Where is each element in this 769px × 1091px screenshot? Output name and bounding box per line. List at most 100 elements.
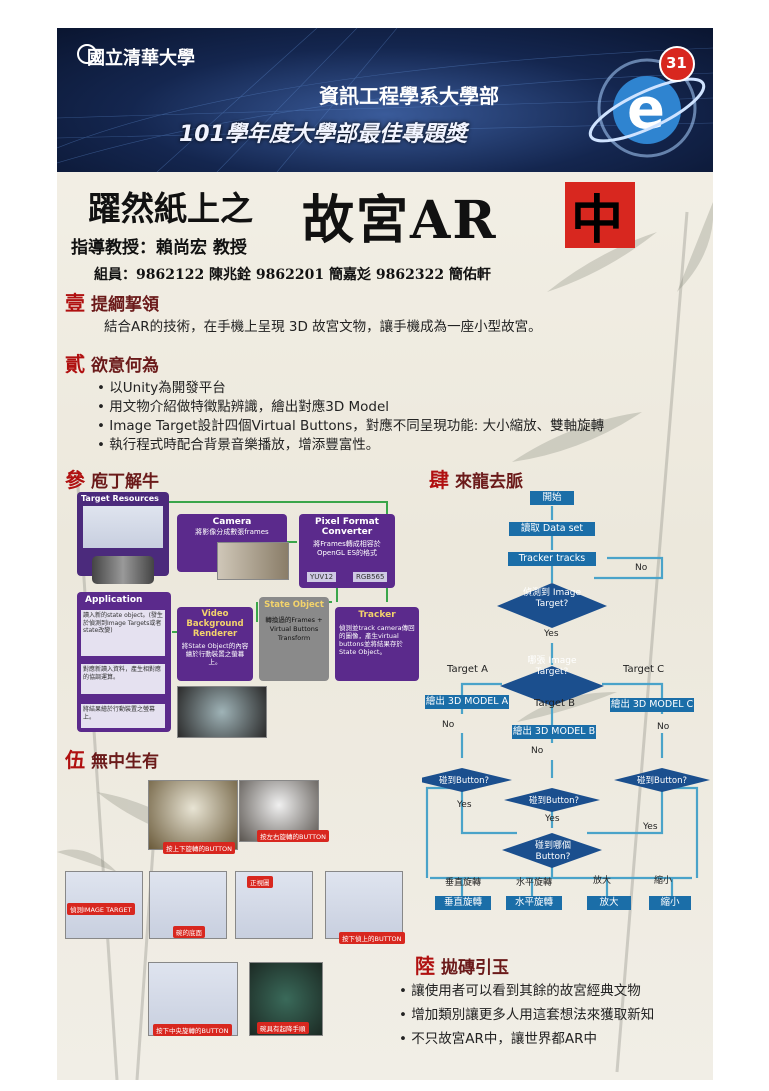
section-2-item-4: • 執行程式時配合背景音樂播放，增添豐富性。	[97, 437, 380, 453]
poster-number: 31	[666, 54, 687, 72]
flow-no-a: No	[442, 720, 455, 730]
rgb-label: RGB565	[353, 572, 388, 582]
flow-tracker: Tracker tracks	[508, 552, 596, 566]
flow-model-b: 繪出 3D MODEL B	[512, 725, 596, 739]
section-2-title: 欲意何為	[91, 356, 159, 376]
demo-label-3: 偵測IMAGE TARGET	[67, 903, 135, 915]
award-title: 101學年度大學部最佳專題獎	[179, 122, 467, 147]
section-5-title: 無中生有	[91, 752, 159, 772]
section-1-heading: 壹提綱挈領	[65, 287, 159, 316]
application-step-3: 將結果繪於行動裝置之螢幕上。	[81, 704, 165, 728]
demo-photo-7	[148, 962, 238, 1036]
section-2-item-2: • 用文物介紹做特徵點辨識，繪出對應3D Model	[97, 399, 390, 415]
application-step-2: 對應新讀入資料，產生相對應的協調運算。	[81, 664, 165, 694]
application-title: Application	[85, 595, 143, 605]
section-5-heading: 伍無中生有	[65, 744, 159, 773]
target-resources-box: Target Resources	[77, 492, 169, 576]
section-2-number: 貳	[65, 352, 85, 376]
architecture-diagram: Target Resources Camera 將影像分成數張frames Pi…	[77, 492, 422, 738]
video-renderer-title: Video Background Renderer	[186, 609, 244, 639]
flow-yes-a: Yes	[457, 800, 472, 810]
tracker-desc: 偵測並track camera傳回的圖像，產生virtual buttons並將…	[339, 624, 415, 656]
application-step-1: 讀入新的state object。(發生於偵測到Image Targets或者s…	[81, 610, 165, 656]
title-part3: 中	[571, 190, 624, 251]
flow-target-a: Target A	[447, 664, 488, 675]
flow-button-a: 碰到Button?	[439, 776, 489, 786]
flow-vert-rotate: 垂直旋轉	[435, 896, 491, 910]
section-3-number: 參	[65, 468, 85, 492]
flow-yes-1: Yes	[544, 629, 559, 639]
flow-no-b: No	[531, 746, 544, 756]
demo-photo-1	[148, 780, 238, 850]
flow-no-1: No	[635, 563, 648, 573]
section-3-title: 庖丁解牛	[91, 472, 159, 492]
section-3-heading: 參庖丁解牛	[65, 464, 159, 493]
demo-label-8: 碗具有起降手順	[257, 1022, 309, 1034]
demo-photo-6	[325, 871, 403, 939]
title-part1: 躍然紙上之	[88, 189, 253, 228]
section-1-text: 結合AR的技術，在手機上呈現 3D 故宮文物，讓手機成為一座小型故宮。	[104, 319, 542, 335]
video-renderer-desc: 將State Object的內容繪於行動裝置之螢幕上。	[181, 642, 249, 666]
target-image-thumbnail	[83, 506, 163, 548]
flow-start: 開始	[530, 491, 574, 505]
section-4-number: 肆	[429, 468, 449, 492]
section-1-title: 提綱挈領	[91, 295, 159, 315]
flow-model-c: 繪出 3D MODEL C	[610, 698, 694, 712]
camera-desc: 將影像分成數張frames	[195, 528, 269, 536]
flow-vert-label: 垂直旋轉	[445, 878, 482, 888]
poster: e 國立清華大學 資訊工程學系大學部 101學年度大學部最佳專題獎 31 躍然紙…	[57, 28, 713, 1080]
section-6-item-2: • 增加類別讓更多人用這套想法來獲取新知	[399, 1007, 655, 1023]
header-banner: e 國立清華大學 資訊工程學系大學部 101學年度大學部最佳專題獎 31	[57, 28, 713, 172]
state-object-title: State Object	[264, 600, 324, 610]
section-6-item-1: • 讓使用者可以看到其餘的故宮經典文物	[399, 983, 641, 999]
flow-which-button: 碰到哪個 Button?	[534, 841, 571, 862]
university-seal-icon	[77, 44, 97, 64]
flow-target-c: Target C	[623, 664, 665, 675]
state-object-desc: 轉換過的Frames + Virtual Buttons Transform	[265, 616, 323, 642]
members: 組員：9862122 陳兆銓 9862201 簡嘉彣 9862322 簡佑軒	[94, 267, 491, 283]
flow-zoomin-label: 放大	[593, 876, 612, 886]
advisor: 指導教授：賴尚宏 教授	[71, 238, 247, 258]
flow-zoom-out: 縮小	[649, 896, 691, 910]
target-resources-title: Target Resources	[81, 494, 159, 503]
video-renderer-box: Video Background Renderer 將State Object的…	[177, 607, 253, 681]
section-4-heading: 肆來龍去脈	[429, 464, 523, 493]
render-result-image	[177, 686, 267, 738]
demo-label-5: 碗的底面	[173, 926, 205, 938]
flow-no-c: No	[657, 722, 670, 732]
flow-model-a: 繪出 3D MODEL A	[425, 695, 509, 709]
demo-label-1: 按上下旋轉的BUTTON	[163, 842, 236, 854]
demo-label-6: 按下偵上的BUTTON	[339, 932, 405, 944]
flow-detect-target: 偵測到 Image Target?	[522, 588, 582, 609]
section-1-number: 壹	[65, 291, 85, 315]
demo-label-4: 正視圖	[247, 876, 273, 888]
phone-image	[92, 556, 154, 584]
flow-button-c: 碰到Button?	[637, 776, 687, 786]
state-object-box: State Object 轉換過的Frames + Virtual Button…	[259, 597, 329, 681]
flow-read-dataset: 讀取 Data set	[509, 522, 595, 536]
university-name: 國立清華大學	[87, 48, 195, 69]
section-6-title: 拋磚引玉	[441, 958, 509, 978]
section-6-number: 陸	[415, 954, 435, 978]
camera-frames-image	[217, 542, 289, 580]
demo-label-7: 按下中央旋轉的BUTTON	[153, 1024, 232, 1036]
tracker-title: Tracker	[358, 610, 396, 620]
flow-which-target: 哪張 Image Target?	[527, 656, 577, 677]
section-5-number: 伍	[65, 748, 85, 772]
pixel-converter-box: Pixel Format Converter 將Frames轉成相容於OpenG…	[299, 514, 395, 588]
flow-horiz-rotate: 水平旋轉	[506, 896, 562, 910]
camera-title: Camera	[212, 517, 252, 527]
pixel-converter-desc: 將Frames轉成相容於OpenGL ES的格式	[313, 540, 381, 557]
flow-target-b: Target B	[534, 698, 575, 709]
title-part2: 故宮AR	[302, 190, 498, 251]
flow-yes-c: Yes	[643, 822, 658, 832]
section-6-heading: 陸拋磚引玉	[415, 950, 509, 979]
demo-label-2: 按左右旋轉的BUTTON	[257, 830, 330, 842]
department-name: 資訊工程學系大學部	[319, 84, 499, 108]
section-2-heading: 貳欲意何為	[65, 348, 159, 377]
flow-zoomout-label: 縮小	[654, 876, 673, 886]
pixel-converter-title: Pixel Format Converter	[315, 517, 379, 537]
section-4-title: 來龍去脈	[455, 472, 523, 492]
flow-horiz-label: 水平旋轉	[516, 878, 553, 888]
application-box: Application 讀入新的state object。(發生於偵測到Imag…	[77, 592, 171, 732]
